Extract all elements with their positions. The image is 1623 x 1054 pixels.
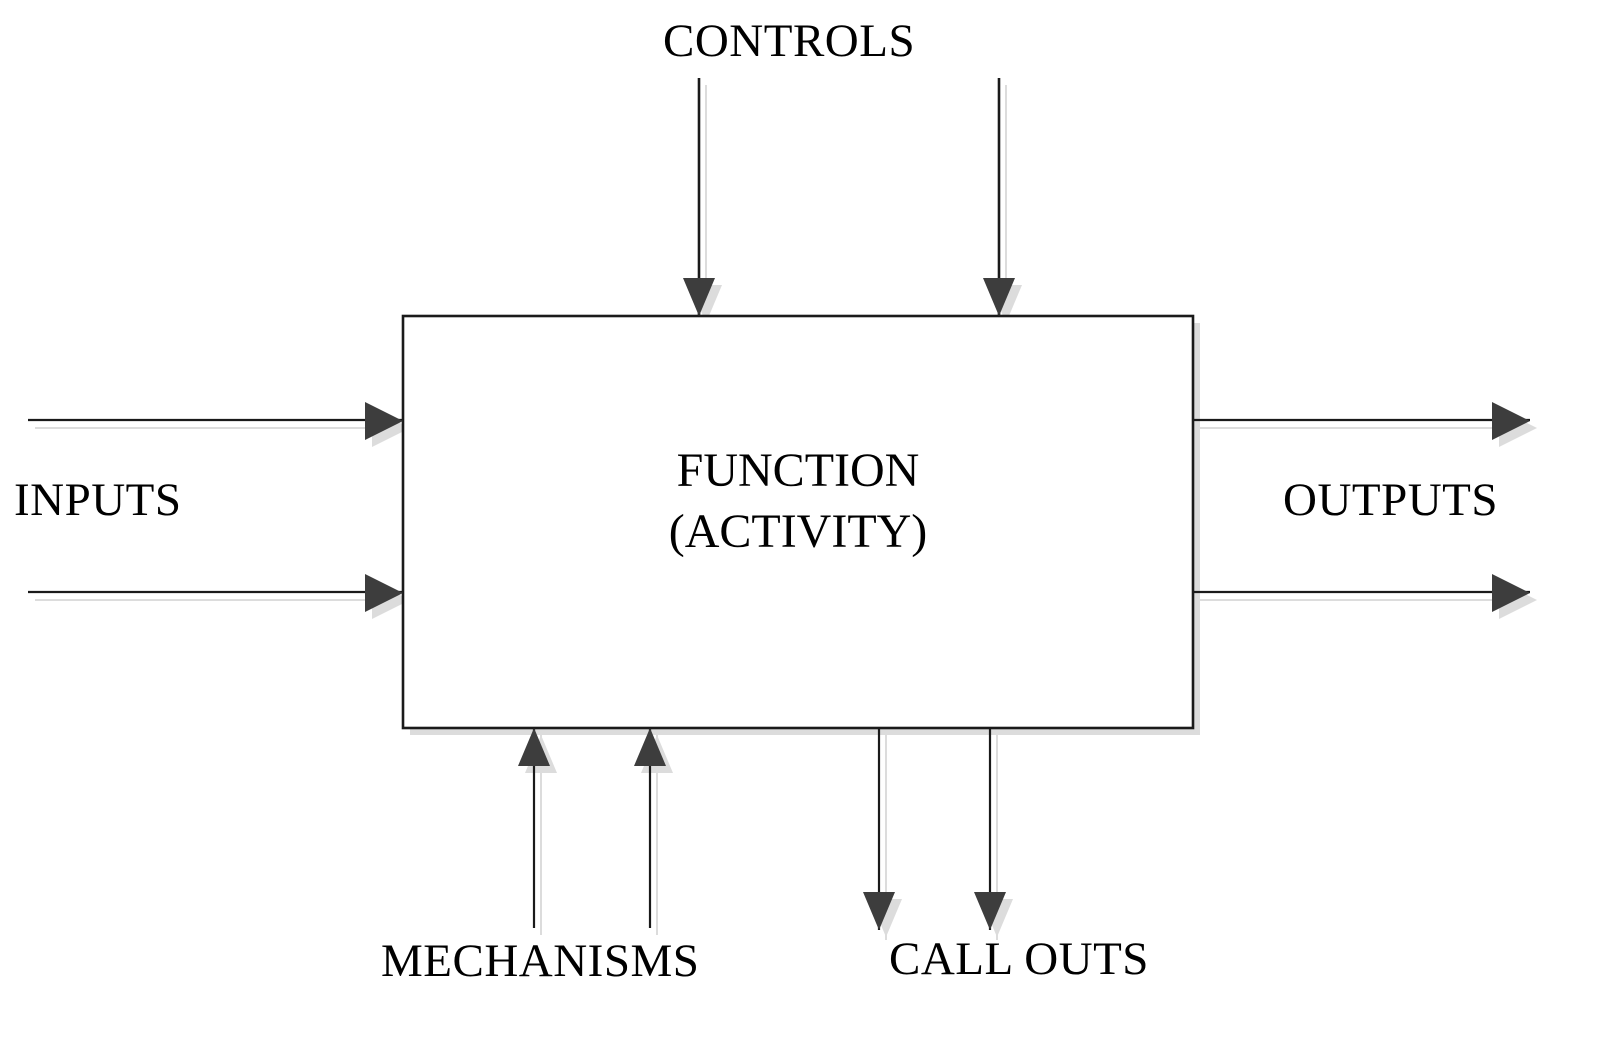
call-out-arrowhead-1 xyxy=(863,892,895,930)
output-arrowhead-1 xyxy=(1492,402,1530,440)
output-line-2-shadow xyxy=(1200,599,1500,601)
controls-label: CONTROLS xyxy=(663,15,916,67)
mechanism-arrowhead-2 xyxy=(634,728,666,766)
call-outs-label: CALL OUTS xyxy=(889,933,1149,985)
function-box[interactable] xyxy=(401,314,1195,730)
mechanism-arrows-group xyxy=(518,728,666,928)
call-out-arrowhead-2 xyxy=(974,892,1006,930)
control-arrowhead-1 xyxy=(683,278,715,316)
output-line-1-shadow xyxy=(1200,427,1500,429)
mechanism-line-2-shadow xyxy=(656,735,658,935)
input-arrows-group xyxy=(28,402,403,612)
function-box-title-line2: (ACTIVITY) xyxy=(668,505,928,559)
function-box-title: FUNCTION (ACTIVITY) xyxy=(403,440,1193,563)
control-line-2-shadow xyxy=(1005,85,1007,323)
control-arrows-group xyxy=(683,78,1015,316)
control-arrowhead-2 xyxy=(983,278,1015,316)
mechanisms-label: MECHANISMS xyxy=(381,935,700,987)
call-out-arrows-group xyxy=(863,728,1006,930)
call-out-line-2-shadow xyxy=(996,735,998,940)
call-out-line-1-shadow xyxy=(885,735,887,940)
outputs-label: OUTPUTS xyxy=(1283,474,1499,526)
mechanism-arrowhead-1 xyxy=(518,728,550,766)
inputs-label: INPUTS xyxy=(14,474,182,526)
output-arrowhead-2 xyxy=(1492,574,1530,612)
output-arrows-group xyxy=(1193,402,1530,612)
input-arrowhead-2 xyxy=(365,574,403,612)
function-box-title-line1: FUNCTION xyxy=(676,444,920,497)
mechanism-line-1-shadow xyxy=(540,735,542,935)
input-line-1-shadow xyxy=(35,427,410,429)
input-arrowhead-1 xyxy=(365,402,403,440)
control-line-1-shadow xyxy=(705,85,707,323)
input-line-2-shadow xyxy=(35,599,410,601)
